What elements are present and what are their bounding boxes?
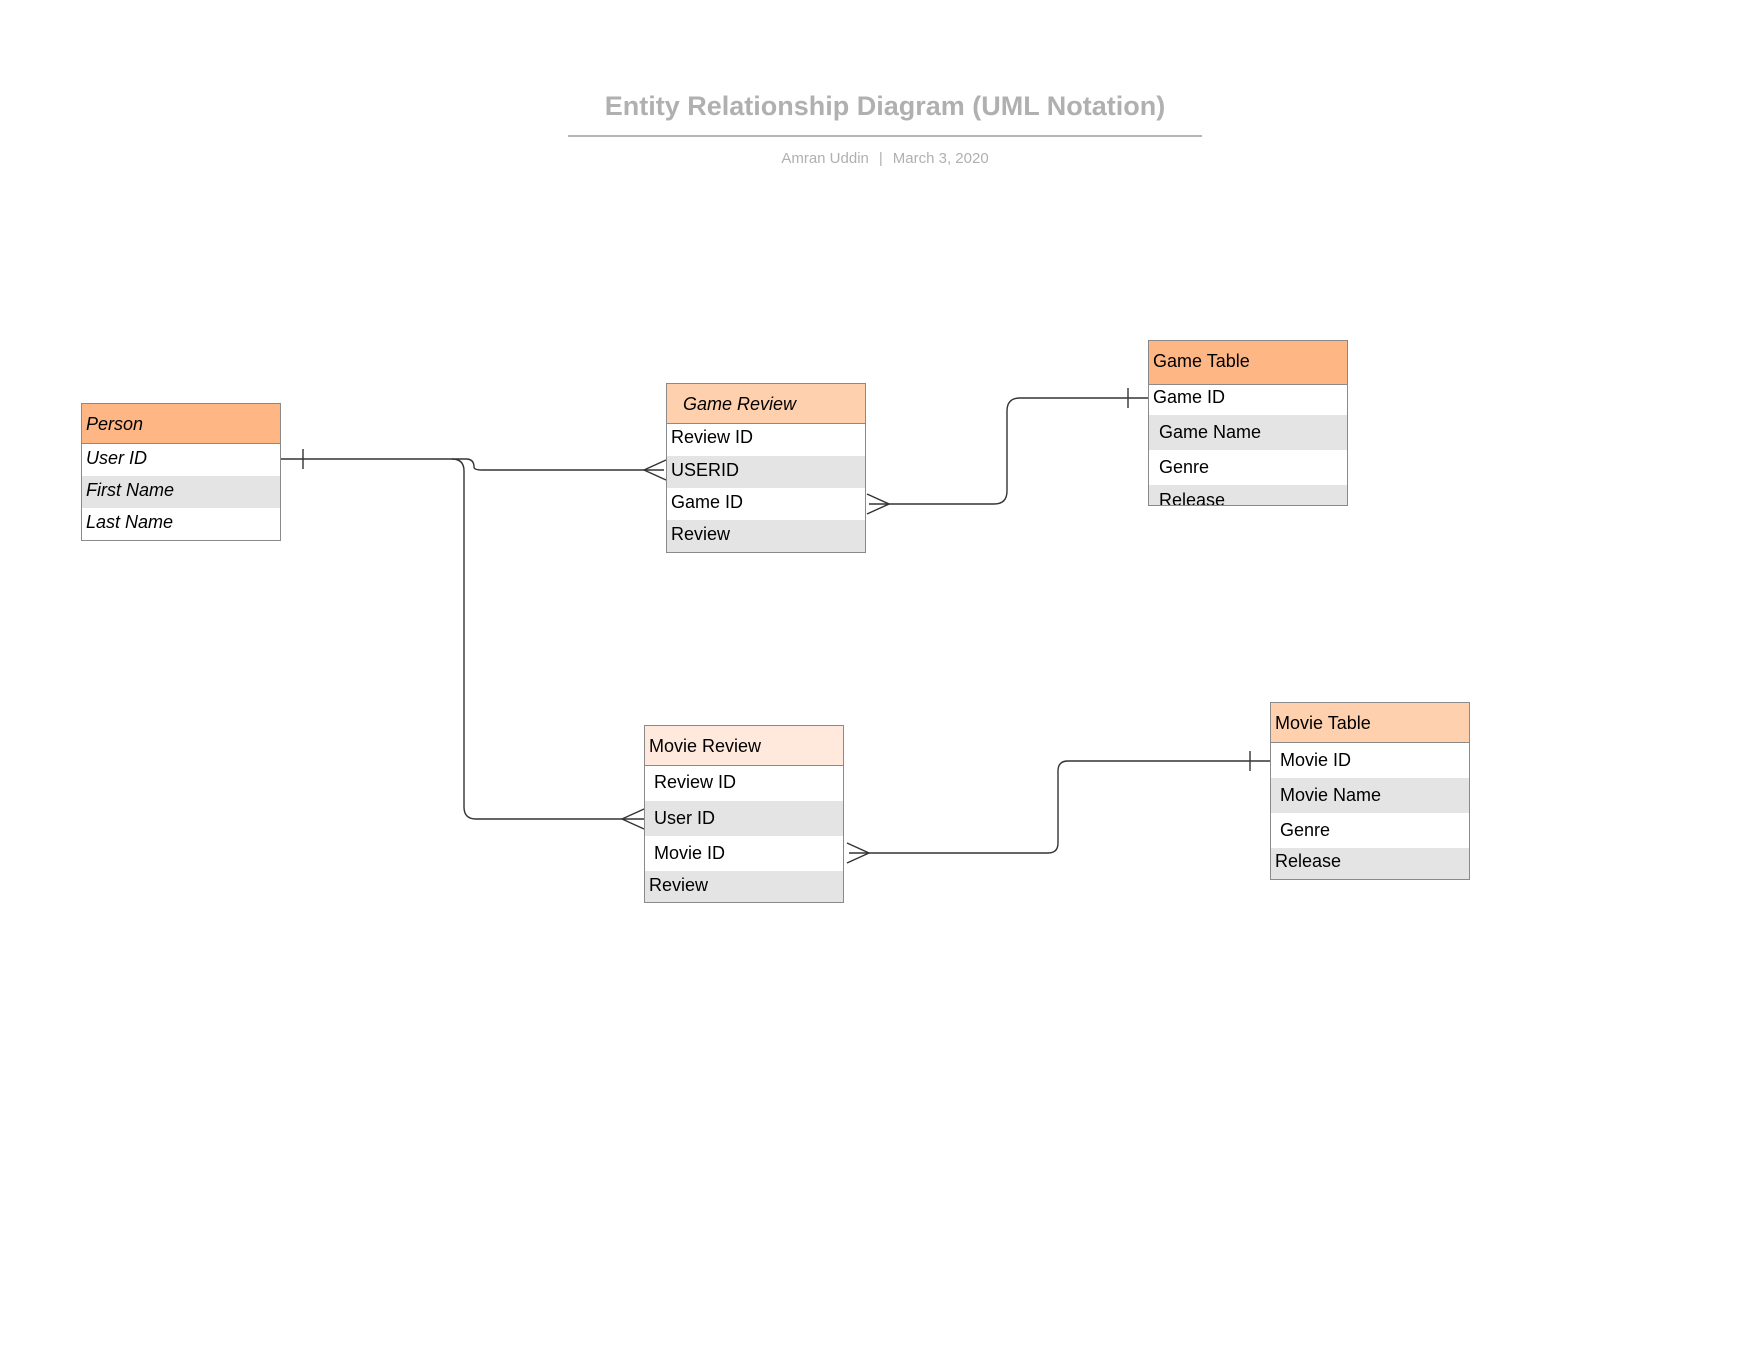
field-game-review-userid: USERID [667, 456, 865, 488]
connector-person-movie-review[interactable] [451, 458, 644, 820]
many-marker-game-review-gameid [866, 493, 891, 515]
connector-person-game-review[interactable] [281, 458, 664, 471]
field-movie-review-movie-id: Movie ID [654, 843, 726, 863]
entity-header-movie-table: Movie Table [1271, 703, 1469, 743]
field-person-user-id: User ID [86, 448, 148, 468]
entity-header-game-review: Game Review [667, 384, 865, 424]
entity-game-review[interactable]: Game Review Review ID USERID Game ID Rev… [666, 383, 866, 553]
field-person-last-name: Last Name [86, 512, 174, 532]
author-name: Amran Uddin [781, 150, 869, 167]
subtitle-separator: | [878, 150, 883, 167]
connector-movie-table-movie-review[interactable] [849, 760, 1270, 854]
field-movie-review-user-id: User ID [645, 801, 843, 836]
field-person-first-name: First Name [82, 476, 280, 508]
entity-person[interactable]: Person User ID First Name Last Name [81, 403, 281, 541]
entity-movie-review[interactable]: Movie Review Review ID User ID Movie ID … [644, 725, 844, 903]
field-game-review-review: Review [667, 520, 865, 552]
entity-movie-table[interactable]: Movie Table Movie ID Movie Name Genre Re… [1270, 702, 1470, 880]
entity-header-game-table: Game Table [1149, 341, 1347, 385]
field-game-table-genre: Genre [1159, 457, 1210, 477]
many-marker-game-review-userid [642, 459, 667, 481]
many-marker-movie-review-movieid [846, 842, 871, 864]
field-movie-review-review-id: Review ID [654, 772, 737, 792]
diagram-subtitle: Amran Uddin | March 3, 2020 [568, 150, 1202, 167]
field-game-review-review-id: Review ID [671, 427, 754, 447]
diagram-date: March 3, 2020 [892, 150, 989, 167]
field-movie-review-review: Review [645, 871, 843, 902]
diagram-title: Entity Relationship Diagram (UML Notatio… [604, 91, 1166, 121]
many-marker-movie-review-userid [620, 808, 645, 830]
field-movie-table-genre: Genre [1280, 820, 1331, 840]
field-movie-table-movie-id: Movie ID [1280, 750, 1352, 770]
entity-header-person: Person [82, 404, 280, 444]
field-game-review-game-id: Game ID [671, 492, 744, 512]
field-movie-table-release: Release [1271, 848, 1469, 879]
connector-game-table-game-review[interactable] [869, 397, 1148, 505]
field-game-table-game-name: Game Name [1149, 415, 1347, 450]
field-game-table-release: Release [1149, 485, 1347, 505]
entity-header-movie-review: Movie Review [645, 726, 843, 766]
title-divider [568, 135, 1202, 137]
field-movie-table-movie-name: Movie Name [1271, 778, 1469, 813]
field-game-table-game-id: Game ID [1153, 387, 1226, 407]
entity-game-table[interactable]: Game Table Game ID Game Name Genre Relea… [1148, 340, 1348, 506]
